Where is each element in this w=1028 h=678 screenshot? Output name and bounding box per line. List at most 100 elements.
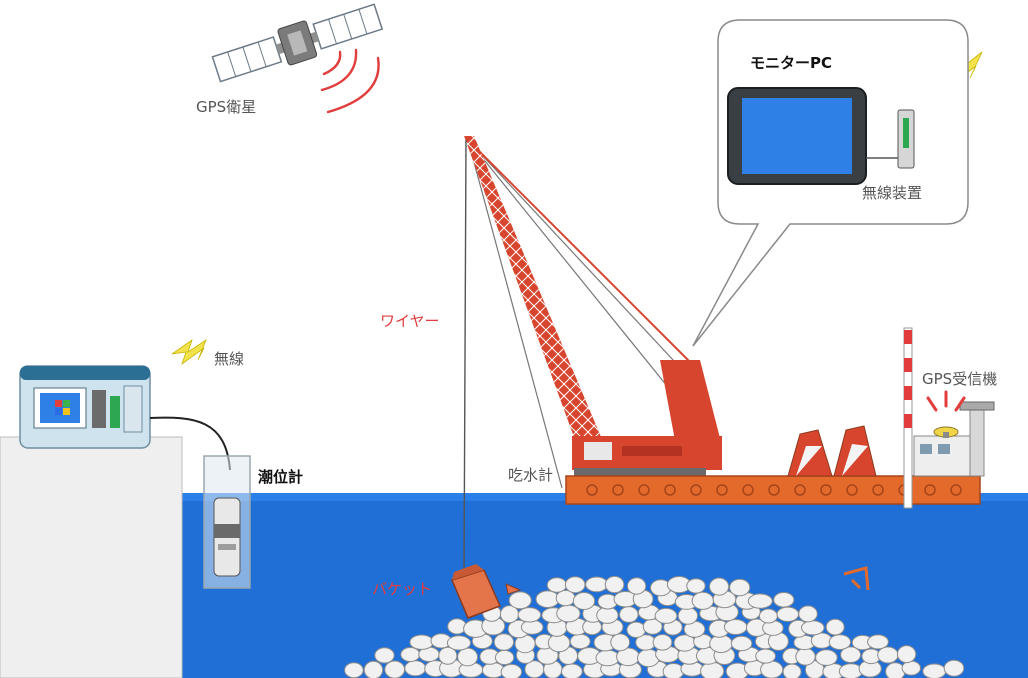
tide-gauge-label: 潮位計: [258, 468, 304, 486]
deck-house: [913, 401, 995, 477]
rubble-stone: [782, 663, 802, 678]
rubble-stone: [610, 633, 631, 652]
lightning-station-icon: [171, 338, 207, 366]
barge-marking: [872, 484, 884, 496]
rubble-stone: [535, 590, 560, 609]
rubble-stone: [798, 605, 818, 623]
rubble-stone: [755, 648, 776, 664]
rubble-stone: [943, 659, 965, 677]
rubble-stone: [795, 647, 816, 666]
gps-satellite-label: GPS衛星: [196, 98, 257, 116]
rubble-stone: [344, 662, 364, 678]
barge-marking: [846, 484, 858, 496]
barge-marking: [742, 484, 754, 496]
barge-marking: [924, 484, 936, 496]
wire-label: ワイヤー: [380, 312, 440, 330]
gps-receiver-icon: [933, 426, 959, 438]
rubble-stone: [825, 618, 845, 636]
tide-gauge: [203, 455, 251, 589]
wireless-label: 無線: [214, 350, 245, 368]
rubble-stone: [404, 660, 427, 677]
rubble-stone: [604, 575, 625, 594]
rubble-stone: [709, 577, 730, 596]
crane: [464, 136, 722, 489]
rubble-stone: [686, 578, 706, 594]
shore-quay: [0, 436, 183, 678]
barge-markings: [586, 484, 962, 496]
bucket: [450, 564, 522, 619]
rubble-stone: [500, 663, 523, 678]
gps-receiver-signal: [926, 390, 966, 412]
rubble-stone: [363, 660, 384, 678]
monitor-pc: [727, 87, 867, 185]
rubble-stone: [654, 607, 678, 624]
rubble-stone: [760, 660, 784, 678]
barge-marking: [638, 484, 650, 496]
station-cable: [149, 416, 231, 471]
satellite-signal-waves: [320, 48, 380, 114]
rubble-stone: [677, 606, 699, 625]
barge-hull: [565, 475, 981, 505]
gps-receiver-label: GPS受信機: [922, 370, 998, 388]
barge-marking: [716, 484, 728, 496]
grab-buckets: [787, 425, 877, 477]
rubble-stone: [867, 634, 889, 650]
rubble-stone: [446, 635, 472, 651]
rubble-stone: [438, 646, 458, 665]
rubble-stone: [773, 592, 795, 608]
mast: [903, 327, 913, 509]
barge-marking: [768, 484, 780, 496]
rubble-stone: [585, 576, 609, 593]
monitor-pc-label: モニターPC: [750, 54, 833, 72]
barge-marking: [794, 484, 806, 496]
wireless-device: [866, 109, 915, 169]
rubble-stone: [776, 606, 800, 622]
rubble-stone: [569, 633, 591, 650]
rubble-mound: [344, 575, 965, 678]
rubble-stone: [758, 608, 778, 624]
rubble-stone: [901, 660, 921, 676]
rubble-stone: [626, 621, 647, 638]
rubble-stone: [494, 649, 515, 666]
seabed-marker: [843, 566, 870, 591]
barge-marking: [820, 484, 832, 496]
rubble-stone: [546, 577, 568, 593]
rubble-stone: [457, 647, 479, 667]
rubble-stone: [517, 607, 542, 623]
rubble-stone: [723, 619, 748, 635]
wireless-device-label: 無線装置: [862, 184, 923, 202]
shore-station: [19, 365, 151, 449]
bucket-label: バケット: [372, 580, 433, 598]
rubble-stone: [729, 578, 751, 597]
rubble-stone: [493, 633, 515, 651]
rubble-stone: [922, 663, 947, 678]
rubble-stone: [896, 645, 917, 664]
rubble-stone: [815, 649, 838, 666]
rubble-stone: [840, 646, 862, 664]
rubble-stone: [747, 593, 773, 609]
monitor-pc-screen: [742, 98, 852, 174]
barge-marking: [664, 484, 676, 496]
rubble-stone: [384, 660, 406, 678]
rubble-stone: [561, 663, 583, 678]
rubble-stone: [595, 649, 620, 667]
wire: [463, 139, 467, 577]
barge-marking: [950, 484, 962, 496]
gps-satellite-icon: [211, 3, 384, 83]
barge-marking: [612, 484, 624, 496]
barge-marking: [690, 484, 702, 496]
draft-gauge-label: 吃水計: [508, 466, 554, 484]
rubble-stone: [572, 592, 596, 610]
rubble-stone: [700, 661, 725, 678]
rubble-stone: [374, 647, 395, 664]
rubble-stone: [626, 577, 647, 595]
rubble-stone: [619, 606, 639, 623]
rubble-stone: [801, 620, 825, 636]
rubble-stone: [564, 576, 586, 594]
rubble-stone: [409, 634, 434, 650]
rubble-stone: [508, 591, 532, 610]
rubble-stone: [691, 591, 714, 610]
rubble-stone: [652, 634, 673, 651]
rubble-stone: [828, 634, 852, 650]
